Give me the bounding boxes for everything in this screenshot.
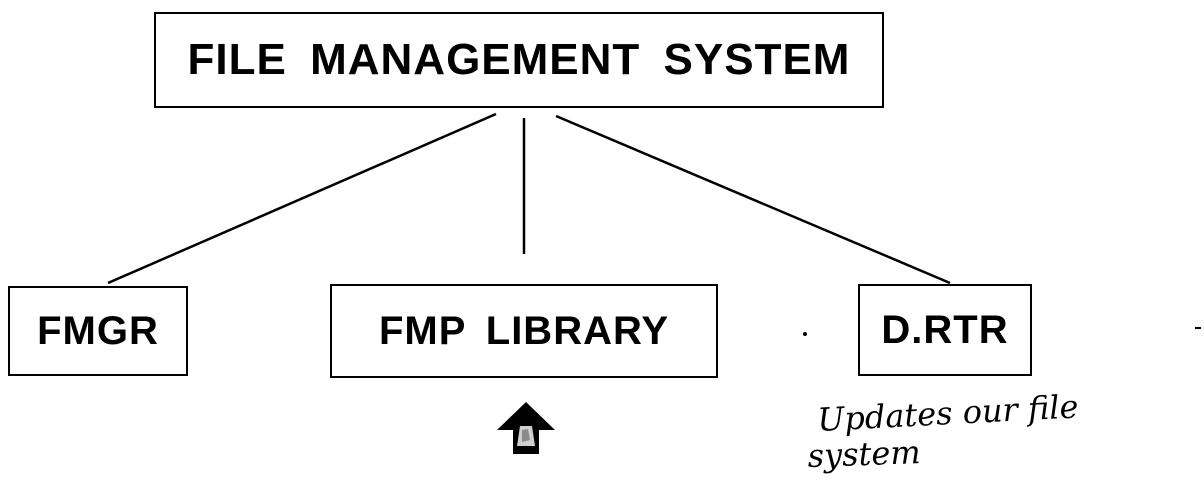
stray-dot: [803, 332, 807, 336]
connector-root-fmgr: [107, 112, 497, 285]
annotation-line-1: Updates our file: [816, 387, 1079, 439]
library-node-box: FMP LIBRARY: [330, 284, 718, 378]
fmgr-node-label: FMGR: [37, 308, 159, 353]
annotation-line-2: system: [807, 433, 921, 475]
connector-root-dirtr: [555, 114, 951, 285]
root-node-label: FILE MANAGEMENT SYSTEM: [187, 35, 851, 84]
root-node-box: FILE MANAGEMENT SYSTEM: [154, 12, 884, 108]
library-node-label: FMP LIBRARY: [378, 308, 670, 353]
dirtr-node-box: D.RTR: [858, 284, 1032, 376]
dirtr-node-label: D.RTR: [881, 307, 1009, 352]
edge-tick-mark: [1195, 327, 1201, 329]
handwritten-annotation: Updates our file system: [807, 387, 1079, 475]
up-arrow-icon: [497, 402, 555, 454]
fmgr-node-box: FMGR: [8, 286, 188, 376]
